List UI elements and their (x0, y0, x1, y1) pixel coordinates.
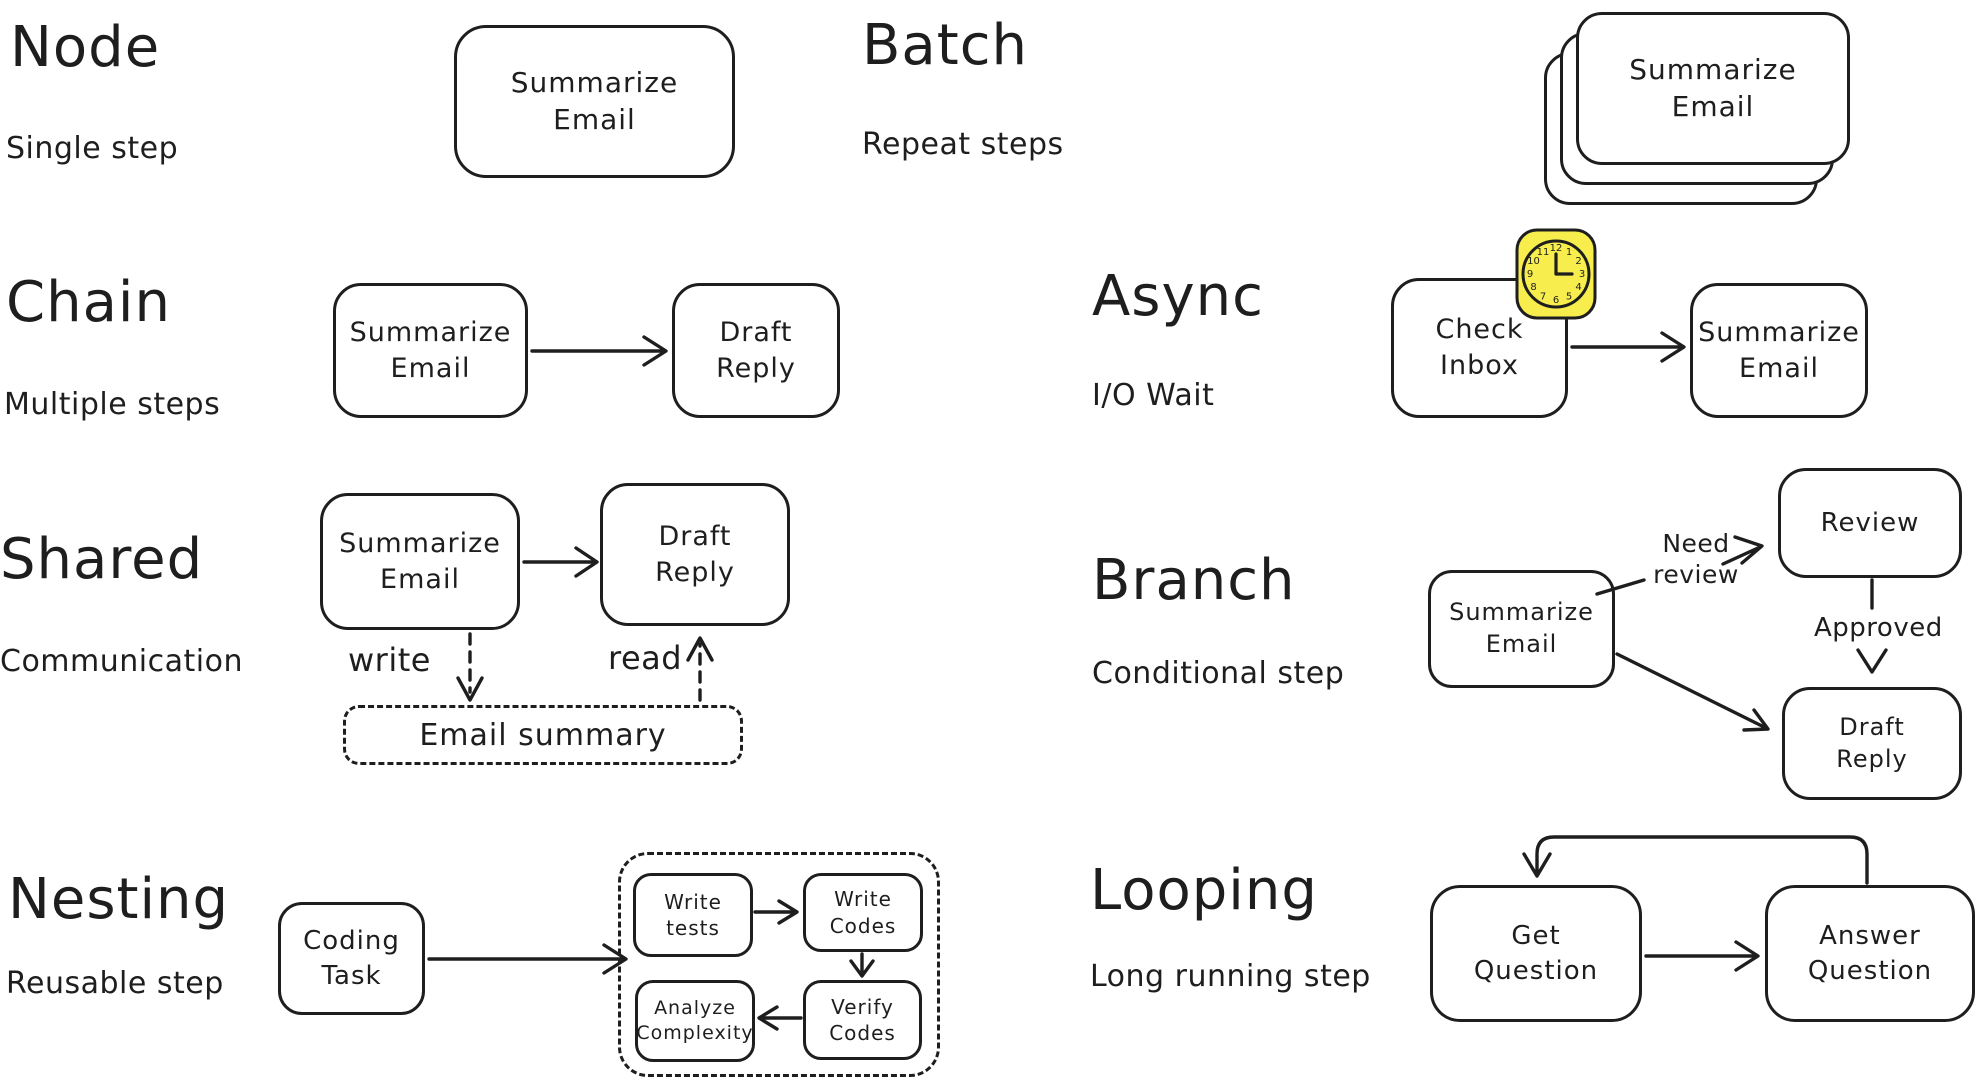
clock-face (1521, 239, 1591, 309)
clock-number: 8 (1530, 282, 1536, 293)
shared-title: Shared (0, 527, 204, 592)
branch-draft-box: Draft Reply (1782, 687, 1962, 800)
clock-number: 7 (1540, 292, 1546, 303)
clock-number: 9 (1527, 269, 1533, 280)
shared-subtitle: Communication (0, 644, 243, 679)
nesting-title: Nesting (8, 867, 230, 932)
nesting-outer-box: Coding Task (278, 902, 425, 1015)
chain-step2-box: Draft Reply (672, 283, 840, 418)
shared-step2-box: Draft Reply (600, 483, 790, 626)
nesting-verify-codes-box: Verify Codes (803, 980, 922, 1060)
shared-main-arrow (522, 546, 599, 578)
clock-number: 10 (1527, 256, 1540, 267)
clock-number: 6 (1553, 295, 1559, 306)
clock-number: 1 (1566, 247, 1572, 258)
branch-direct-arrow (1615, 652, 1770, 732)
async-check-inbox-box: Check Inbox (1391, 278, 1568, 418)
nesting-write-codes-box: Write Codes (803, 873, 923, 952)
node-step-box: Summarize Email (454, 25, 735, 178)
chain-step1-box: Summarize Email (333, 283, 528, 418)
shared-read-arrow (686, 636, 714, 702)
batch-title: Batch (862, 13, 1028, 78)
read-label: read (608, 639, 683, 677)
clock-number: 5 (1566, 292, 1572, 303)
approved-label: Approved (1814, 613, 1943, 643)
async-subtitle: I/O Wait (1092, 378, 1215, 413)
async-arrow (1570, 331, 1686, 363)
chain-arrow (530, 335, 668, 367)
branch-title: Branch (1092, 548, 1296, 613)
clock-number: 11 (1537, 247, 1550, 258)
clock-number: 4 (1575, 282, 1581, 293)
async-summarize-box: Summarize Email (1690, 283, 1868, 418)
clock-number: 2 (1575, 256, 1581, 267)
nesting-analyze-complexity-box: Analyze Complexity (635, 980, 755, 1062)
looping-loopback-arrow (1522, 835, 1869, 885)
nesting-main-arrow (427, 943, 628, 975)
chain-title: Chain (6, 270, 171, 335)
node-title: Node (10, 15, 161, 80)
looping-subtitle: Long running step (1090, 959, 1371, 994)
clock-icon: 12 1 2 3 4 5 6 7 8 9 10 11 (1515, 228, 1597, 320)
clock-hands (1554, 252, 1574, 276)
clock-number: 3 (1579, 269, 1585, 280)
looping-title: Looping (1090, 858, 1318, 923)
shared-write-arrow (456, 632, 484, 702)
batch-subtitle: Repeat steps (862, 127, 1064, 162)
batch-step-box: Summarize Email (1576, 12, 1850, 165)
node-subtitle: Single step (6, 131, 179, 166)
branch-subtitle: Conditional step (1092, 656, 1345, 691)
looping-main-arrow (1644, 940, 1760, 972)
write-label: write (348, 641, 431, 679)
shared-step1-box: Summarize Email (320, 493, 520, 630)
looping-answer-question-box: Answer Question (1765, 885, 1975, 1022)
shared-store-box: Email summary (343, 705, 743, 765)
nesting-subtitle: Reusable step (6, 966, 224, 1001)
need-review-label: Need review (1653, 529, 1739, 590)
clock-number: 12 (1550, 243, 1563, 254)
chain-subtitle: Multiple steps (4, 387, 221, 422)
async-title: Async (1092, 264, 1264, 329)
branch-source-box: Summarize Email (1428, 570, 1615, 688)
branch-review-box: Review (1778, 468, 1962, 578)
nesting-write-tests-box: Write tests (633, 873, 753, 957)
looping-get-question-box: Get Question (1430, 885, 1642, 1022)
